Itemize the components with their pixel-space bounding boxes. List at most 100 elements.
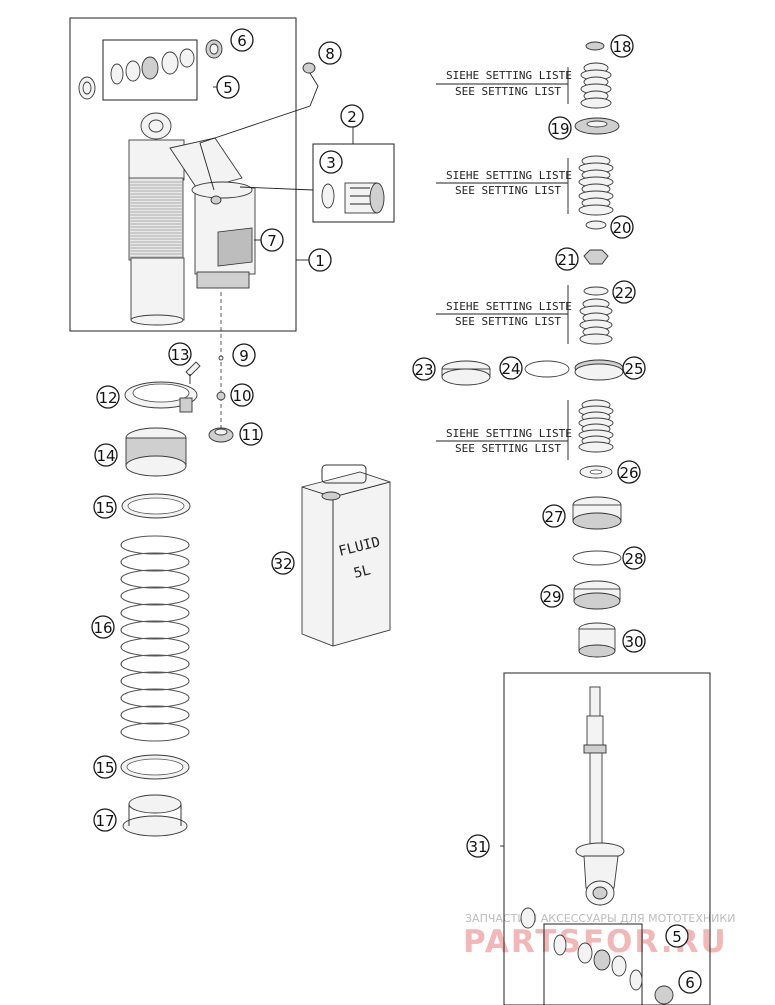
spring-coil bbox=[120, 569, 190, 589]
callout-number: 8 bbox=[325, 45, 335, 63]
callout-circle bbox=[617, 460, 641, 484]
callout-circle bbox=[96, 385, 120, 409]
callout-number: 9 bbox=[239, 347, 249, 365]
callout-13: 13 bbox=[168, 342, 192, 366]
callout-number: 21 bbox=[557, 251, 576, 269]
setting-note-de: SIEHE SETTING LISTE bbox=[446, 427, 572, 440]
callout-number: 19 bbox=[550, 120, 569, 138]
callout-15: 15 bbox=[93, 495, 117, 519]
callout-number: 12 bbox=[98, 389, 117, 407]
callout-26: 26 bbox=[617, 460, 641, 484]
stack-disc bbox=[578, 204, 614, 216]
callout-25: 25 bbox=[622, 356, 646, 380]
callout-number: 22 bbox=[614, 284, 633, 302]
callout-number: 27 bbox=[544, 508, 563, 526]
callout-21: 21 bbox=[555, 247, 579, 271]
setting-note-en: SEE SETTING LIST bbox=[455, 315, 561, 328]
part-32-fluid-can: FLUID 5L bbox=[301, 464, 391, 647]
callout-number: 13 bbox=[170, 346, 189, 364]
callout-7: 7 bbox=[260, 228, 284, 252]
callout-circle bbox=[622, 356, 646, 380]
callout-11: 11 bbox=[239, 422, 263, 446]
part-15-spring-seat-top bbox=[121, 493, 191, 519]
callout-circle bbox=[93, 808, 117, 832]
callout-circle bbox=[230, 383, 254, 407]
callout-24: 24 bbox=[499, 356, 523, 380]
callout-circle bbox=[412, 357, 436, 381]
callout-circle bbox=[622, 546, 646, 570]
callout-20: 20 bbox=[610, 215, 634, 239]
callout-28: 28 bbox=[622, 546, 646, 570]
callout-number: 16 bbox=[93, 619, 112, 637]
spring-coil bbox=[120, 705, 190, 725]
callout-circle bbox=[239, 422, 263, 446]
callout-number: 1 bbox=[315, 252, 325, 270]
callout-number: 11 bbox=[241, 426, 260, 444]
part-15-spring-seat-bottom bbox=[120, 754, 190, 780]
callout-circle bbox=[540, 584, 564, 608]
callout-circle bbox=[91, 615, 115, 639]
callout-number: 5 bbox=[672, 928, 682, 946]
callout-circle bbox=[340, 104, 364, 128]
stack-disc bbox=[580, 97, 612, 109]
callout-circle bbox=[555, 247, 579, 271]
callout-labels: 1235566789101112131415151617181920212223… bbox=[91, 28, 702, 994]
setting-note-en: SEE SETTING LIST bbox=[455, 442, 561, 455]
spring-coil bbox=[120, 637, 190, 657]
callout-32: 32 bbox=[271, 551, 295, 575]
callout-number: 10 bbox=[232, 387, 251, 405]
valve-kit-frame bbox=[312, 143, 395, 223]
callout-5: 5 bbox=[216, 75, 240, 99]
callout-6: 6 bbox=[230, 28, 254, 52]
callout-1: 1 bbox=[308, 248, 332, 272]
callout-number: 5 bbox=[223, 79, 233, 97]
callout-23: 23 bbox=[412, 357, 436, 381]
right-column-parts bbox=[441, 41, 624, 658]
callout-circle bbox=[308, 248, 332, 272]
setting-note-4: SIEHE SETTING LISTE SEE SETTING LIST bbox=[446, 427, 572, 455]
callout-12: 12 bbox=[96, 385, 120, 409]
spring-coil bbox=[120, 603, 190, 623]
note-bracket-2 bbox=[436, 158, 569, 214]
note-bracket-3 bbox=[436, 285, 569, 344]
callout-circle bbox=[94, 443, 118, 467]
callout-number: 23 bbox=[414, 361, 433, 379]
damper-seal-kit-frame bbox=[543, 923, 643, 1005]
callout-circle bbox=[542, 504, 566, 528]
callout-number: 14 bbox=[96, 447, 115, 465]
callout-number: 20 bbox=[612, 219, 631, 237]
callout-31: 31 bbox=[466, 834, 490, 858]
callout-circle bbox=[232, 343, 256, 367]
callout-19: 19 bbox=[548, 116, 572, 140]
callout-number: 28 bbox=[624, 550, 643, 568]
note-bracket-1 bbox=[436, 67, 569, 104]
part-8-screw bbox=[302, 62, 316, 74]
callout-22: 22 bbox=[612, 280, 636, 304]
spring-coil bbox=[120, 586, 190, 606]
callout-5: 5 bbox=[665, 924, 689, 948]
callout-number: 25 bbox=[624, 360, 643, 378]
setting-note-1: SIEHE SETTING LISTE SEE SETTING LIST bbox=[446, 69, 572, 98]
callout-number: 15 bbox=[95, 499, 114, 517]
callout-circle bbox=[260, 228, 284, 252]
callout-number: 29 bbox=[542, 588, 561, 606]
callout-circle bbox=[622, 629, 646, 653]
callout-circle bbox=[678, 970, 702, 994]
callout-27: 27 bbox=[542, 504, 566, 528]
seal-kit-frame bbox=[102, 39, 198, 101]
shock-absorber-body bbox=[128, 112, 256, 326]
callout-14: 14 bbox=[94, 443, 118, 467]
part-31-damper-rod bbox=[575, 686, 625, 906]
setting-note-2: SIEHE SETTING LISTE SEE SETTING LIST bbox=[446, 169, 572, 197]
callout-circle bbox=[499, 356, 523, 380]
setting-note-en: SEE SETTING LIST bbox=[455, 85, 561, 98]
part-12-clamp-ring bbox=[124, 381, 198, 413]
callout-circle bbox=[548, 116, 572, 140]
callout-circle bbox=[93, 495, 117, 519]
callout-circle bbox=[271, 551, 295, 575]
callout-16: 16 bbox=[91, 615, 115, 639]
shock-assembly-frame bbox=[69, 17, 297, 332]
callout-29: 29 bbox=[540, 584, 564, 608]
callout-9: 9 bbox=[232, 343, 256, 367]
setting-note-de: SIEHE SETTING LISTE bbox=[446, 69, 572, 82]
